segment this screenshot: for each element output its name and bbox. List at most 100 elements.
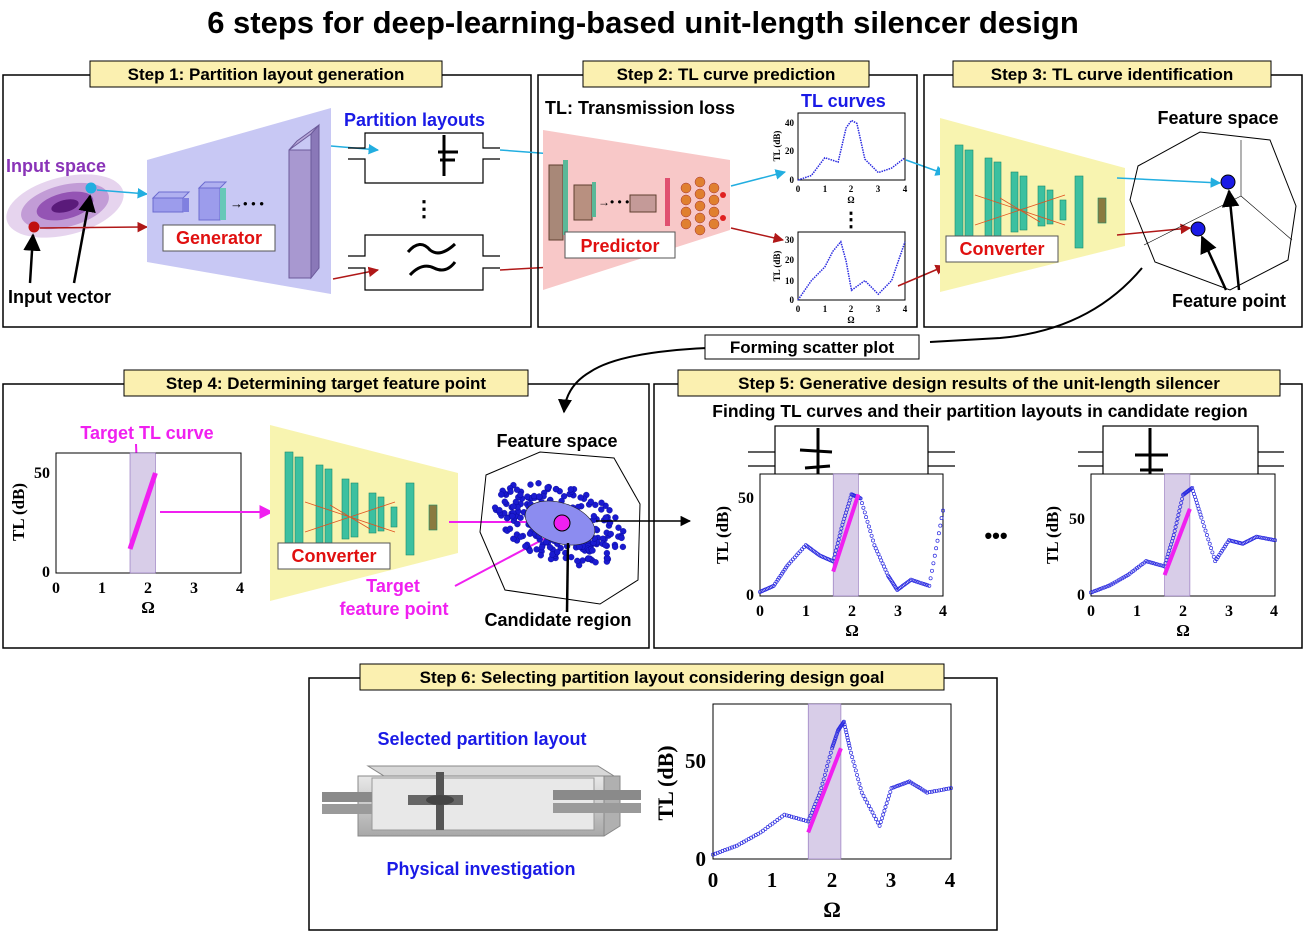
data-point xyxy=(871,538,875,543)
svg-text:TL (dB): TL (dB) xyxy=(772,251,782,282)
data-point xyxy=(1089,590,1093,595)
data-point xyxy=(713,851,718,856)
step5-header: Step 5: Generative design results of the… xyxy=(738,374,1220,393)
data-point xyxy=(1101,585,1106,590)
svg-text:2: 2 xyxy=(827,868,838,892)
svg-text:0: 0 xyxy=(756,603,764,620)
data-point xyxy=(834,732,839,737)
predictor-label: Predictor xyxy=(580,236,659,256)
data-point xyxy=(830,744,835,749)
data-point xyxy=(825,764,830,768)
data-point xyxy=(932,553,937,558)
data-point xyxy=(846,738,851,743)
svg-text:50: 50 xyxy=(34,465,50,482)
feature-dot xyxy=(510,503,517,510)
data-point xyxy=(839,526,844,531)
data-point xyxy=(865,800,870,805)
data-point xyxy=(765,825,770,830)
svg-text:TL (dB): TL (dB) xyxy=(772,131,782,162)
feature-dot xyxy=(607,530,614,538)
data-point xyxy=(1153,561,1158,566)
svg-text:TL (dB): TL (dB) xyxy=(9,483,28,541)
data-point xyxy=(843,727,848,732)
svg-text:TL (dB): TL (dB) xyxy=(653,745,678,820)
data-point xyxy=(1177,508,1182,513)
step6-panel: Step 6: Selecting partition layout consi… xyxy=(308,663,998,931)
svg-text:2: 2 xyxy=(848,603,856,620)
data-point xyxy=(833,735,838,740)
data-point xyxy=(866,524,871,529)
partition-layout-top xyxy=(348,132,500,184)
data-point xyxy=(789,814,794,819)
data-point xyxy=(784,813,789,818)
data-point xyxy=(831,741,836,745)
generator-blocks: →• • • xyxy=(151,123,320,280)
data-point xyxy=(1273,538,1277,543)
arrow-to-red-point xyxy=(23,233,41,284)
svg-text:30: 30 xyxy=(785,235,795,245)
step5-chart-2: 0 50 0 1 2 3 4 Ω TL (dB) xyxy=(1043,473,1278,640)
feature-dot xyxy=(503,515,511,522)
feature-dot xyxy=(585,555,592,562)
data-point xyxy=(856,777,861,782)
step1-header: Step 1: Partition layout generation xyxy=(128,65,405,84)
feature-dot xyxy=(552,485,560,493)
data-point xyxy=(1262,536,1266,541)
step4-panel: Step 4: Determining target feature point… xyxy=(2,369,692,649)
data-point xyxy=(855,772,859,777)
svg-text:0: 0 xyxy=(1087,603,1095,620)
data-point xyxy=(819,786,824,791)
svg-text:Ω: Ω xyxy=(847,195,854,205)
data-point xyxy=(725,847,730,852)
svg-text:1: 1 xyxy=(823,304,828,314)
data-point xyxy=(921,582,926,586)
svg-text:3: 3 xyxy=(1225,603,1233,620)
data-point xyxy=(877,823,882,828)
svg-text:TL (dB): TL (dB) xyxy=(1043,506,1062,564)
data-point xyxy=(914,579,919,584)
tl-curves-label: TL curves xyxy=(801,91,886,111)
data-point xyxy=(836,537,841,542)
data-point xyxy=(1203,528,1208,533)
feature-dot xyxy=(606,507,613,514)
data-point xyxy=(1109,582,1114,587)
data-point xyxy=(857,781,862,786)
feature-dot xyxy=(554,548,561,556)
generator-label: Generator xyxy=(176,228,262,248)
feature-dot xyxy=(527,481,534,488)
step5-subtitle: Finding TL curves and their partition la… xyxy=(712,401,1247,421)
data-point xyxy=(1100,586,1104,591)
step6-header: Step 6: Selecting partition layout consi… xyxy=(420,668,885,687)
svg-text:0: 0 xyxy=(708,868,719,892)
svg-text:3: 3 xyxy=(886,868,897,892)
target-tl-line xyxy=(1162,508,1192,576)
svg-text:4: 4 xyxy=(236,580,244,597)
step5-panel: Step 5: Generative design results of the… xyxy=(653,369,1303,649)
data-point xyxy=(853,768,858,773)
svg-text:4: 4 xyxy=(939,603,947,620)
feature-point-label: Feature point xyxy=(1172,291,1286,311)
predictor-blocks: →• • • • • xyxy=(548,160,726,241)
feature-dot xyxy=(579,557,586,564)
data-point xyxy=(844,733,849,737)
data-point xyxy=(801,818,806,822)
data-point xyxy=(861,505,866,510)
data-point xyxy=(1149,560,1154,565)
feature-dot xyxy=(612,514,619,521)
feature-dot xyxy=(598,506,605,513)
data-point xyxy=(1258,535,1263,540)
data-point xyxy=(1260,535,1265,540)
data-point xyxy=(1202,524,1207,529)
data-point xyxy=(874,817,878,822)
feature-dot xyxy=(615,524,622,531)
target-band xyxy=(807,703,842,860)
data-point xyxy=(889,786,894,791)
step3-header: Step 3: TL curve identification xyxy=(991,65,1233,84)
data-point xyxy=(837,533,842,538)
data-point xyxy=(782,812,787,817)
data-point xyxy=(1147,560,1152,565)
feature-dot xyxy=(517,491,524,498)
data-point xyxy=(934,788,939,793)
data-point xyxy=(927,583,932,588)
